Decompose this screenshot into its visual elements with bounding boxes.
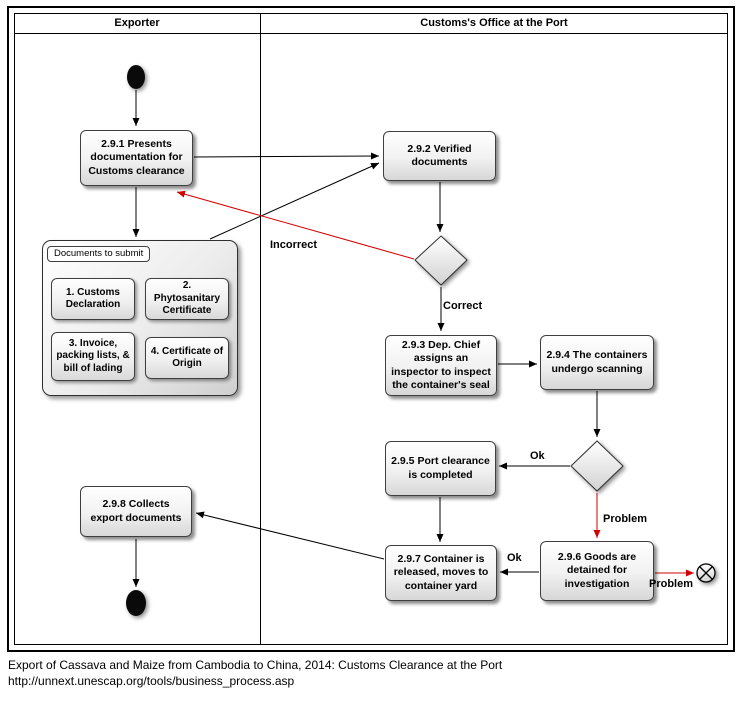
lane-title-customs: Customs's Office at the Port bbox=[420, 17, 568, 29]
flow-final-node bbox=[696, 563, 716, 583]
activity-297-container-released: 2.9.7 Container is released, moves to co… bbox=[385, 545, 497, 601]
decision-scanning-result bbox=[570, 440, 624, 492]
edge-297-to-298 bbox=[195, 511, 385, 560]
edge-label-incorrect: Incorrect bbox=[270, 239, 318, 251]
document-certificate-of-origin: 4. Certificate of Origin bbox=[145, 337, 229, 379]
edge-label-problem-horizontal: Problem bbox=[649, 578, 694, 590]
activity-298-collects-export-documents: 2.9.8 Collects export documents bbox=[80, 486, 192, 537]
activity-293-chief-assigns-inspector: 2.9.3 Dep. Chief assigns an inspector to… bbox=[385, 335, 497, 396]
edge-label-ok-bottom: Ok bbox=[507, 552, 522, 564]
document-customs-declaration: 1. Customs Declaration bbox=[51, 278, 135, 320]
lane-title-exporter: Exporter bbox=[114, 17, 160, 29]
edge-label-ok-top: Ok bbox=[530, 450, 545, 462]
activity-294-containers-scanning: 2.9.4 The containers undergo scanning bbox=[540, 335, 654, 390]
final-node bbox=[126, 590, 146, 616]
activity-296-goods-detained: 2.9.6 Goods are detained for investigati… bbox=[540, 541, 654, 601]
diagram-outer-border bbox=[7, 6, 735, 652]
edge-decision1-incorrect-to-291 bbox=[176, 190, 415, 260]
activity-291-presents-documentation: 2.9.1 Presents documentation for Customs… bbox=[80, 130, 193, 186]
diagram-inner-border bbox=[14, 13, 728, 645]
decision-documents-check bbox=[414, 235, 468, 286]
document-phytosanitary-certificate: 2. Phytosanitary Certificate bbox=[145, 278, 229, 320]
edge-label-correct: Correct bbox=[443, 300, 483, 312]
caption-source-url: http://unnext.unescap.org/tools/business… bbox=[8, 674, 295, 688]
caption-title: Export of Cassava and Maize from Cambodi… bbox=[8, 658, 503, 672]
edge-documents-to-292 bbox=[209, 162, 380, 240]
documents-group-title: Documents to submit bbox=[47, 246, 151, 263]
documents-to-submit-group: Documents to submit 1. Customs Declarati… bbox=[42, 240, 238, 396]
activity-292-verified-documents: 2.9.2 Verified documents bbox=[383, 131, 496, 181]
swimlane-divider bbox=[260, 13, 261, 645]
edge-label-problem-vertical: Problem bbox=[603, 513, 648, 525]
swimlane-header-underline bbox=[14, 33, 728, 34]
start-node bbox=[127, 65, 145, 89]
document-invoice-packing-bill: 3. Invoice, packing lists, & bill of lad… bbox=[51, 332, 135, 381]
edge-291-to-292 bbox=[193, 152, 380, 160]
activity-295-port-clearance-completed: 2.9.5 Port clearance is completed bbox=[385, 441, 496, 496]
